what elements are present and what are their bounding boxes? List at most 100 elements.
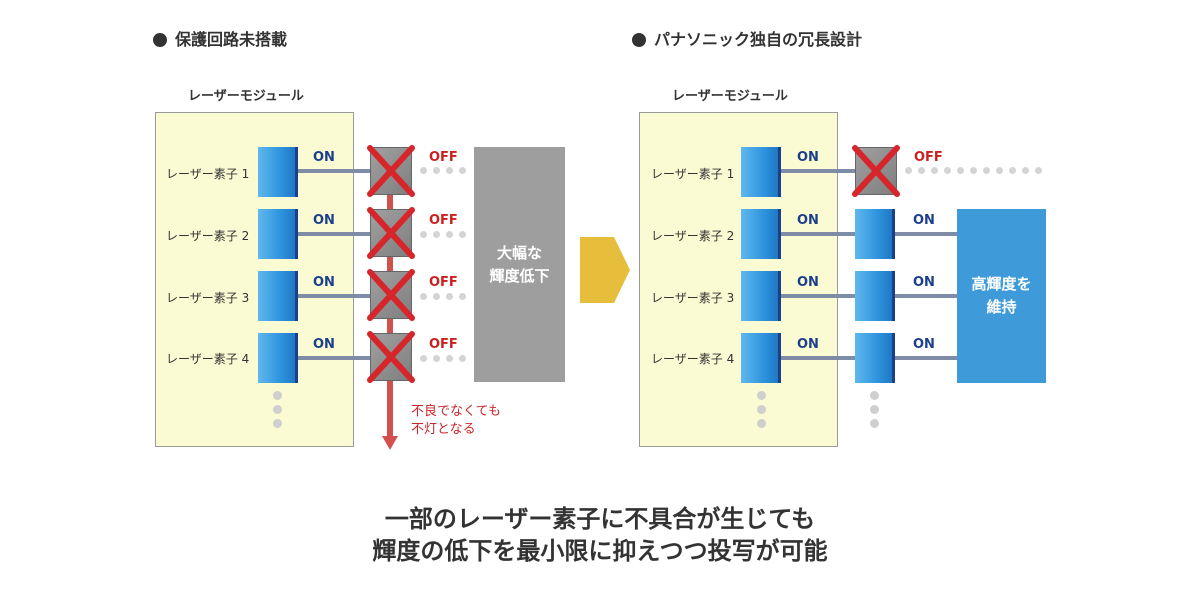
right-chip-edge-1 [778,147,781,197]
right-backup-chip-2 [855,209,892,259]
left-wire-4 [298,356,370,360]
right-dot-1a [905,167,912,174]
left-dot-2d [459,231,466,238]
left-on-label-4: ON [313,337,335,352]
left-on-label-2: ON [313,213,335,228]
right-heading: パナソニック独自の冗長設計 [632,26,862,50]
left-wire-2 [298,232,370,236]
right-laser-chip-3 [741,271,778,321]
right-on-label-4: ON [797,337,819,352]
left-dot-2a [420,231,427,238]
left-dot-1c [446,167,453,174]
left-more-dot-2 [273,405,282,414]
left-failure-arrow-icon [382,436,398,450]
left-wire-3 [298,294,370,298]
left-dot-3c [446,293,453,300]
right-dot-1g [983,167,990,174]
right-more-dot-2 [757,405,766,414]
left-off-label-1: OFF [429,150,458,165]
left-chip-edge-2 [295,209,298,259]
left-result-line2: 輝度低下 [489,266,550,285]
right-on-label-3: ON [797,275,819,290]
left-cross-icon-2 [367,207,415,259]
right-output-label-2: ON [913,213,935,228]
left-off-label-3: OFF [429,275,458,290]
right-off-label-1: OFF [914,150,943,165]
left-element-label-4: レーザー素子 4 [166,352,250,366]
left-more-dot-3 [273,419,282,428]
right-wire-4b [895,356,957,360]
left-on-label-3: ON [313,275,335,290]
left-cross-icon-4 [367,331,415,383]
right-wire-1 [781,169,855,173]
right-dot-1c [931,167,938,174]
right-more-dot-1 [757,391,766,400]
right-element-label-4: レーザー素子 4 [651,352,735,366]
right-output-label-3: ON [913,275,935,290]
transition-arrow-icon [580,237,630,303]
right-wire-3b [895,294,957,298]
left-element-label-3: レーザー素子 3 [166,291,250,305]
left-dot-1a [420,167,427,174]
right-chip-edge-2 [778,209,781,259]
left-dot-1b [433,167,440,174]
left-element-label-1: レーザー素子 1 [166,167,250,181]
right-chip-edge-4 [778,333,781,383]
right-dot-1i [1009,167,1016,174]
footer-line2: 輝度の低下を最小限に抑えつつ投写が可能 [372,537,828,565]
footer-line1: 一部のレーザー素子に不具合が生じても [384,505,816,533]
left-dot-3b [433,293,440,300]
right-wire-2a [781,232,855,236]
right-result-line1: 高輝度を [971,275,1032,293]
right-dot-1f [970,167,977,174]
right-chip-edge-3 [778,271,781,321]
left-module-label: レーザーモジュール [188,89,304,104]
left-cross-icon-1 [367,145,415,197]
left-dot-4d [459,355,466,362]
right-backup-edge-4 [892,333,895,383]
right-element-label-1: レーザー素子 1 [651,167,735,181]
bullet-icon [153,33,167,47]
left-more-dot-1 [273,391,282,400]
right-laser-chip-4 [741,333,778,383]
left-chip-edge-1 [295,147,298,197]
left-result-box: 大幅な 輝度低下 [474,147,565,382]
left-laser-chip-4 [258,333,295,383]
right-dot-1k [1035,167,1042,174]
right-wire-2b [895,232,957,236]
left-failure-note: 不良でなくても 不灯となる [411,404,501,437]
right-backup-chip-3 [855,271,892,321]
left-dot-3d [459,293,466,300]
left-off-label-4: OFF [429,337,458,352]
left-heading: 保護回路未搭載 [153,26,287,50]
left-dot-4a [420,355,427,362]
right-laser-chip-1 [741,147,778,197]
right-module-label: レーザーモジュール [672,89,788,104]
right-backup-more-dot-2 [870,405,879,414]
right-dot-1j [1022,167,1029,174]
left-dot-3a [420,293,427,300]
right-wire-3a [781,294,855,298]
right-element-label-3: レーザー素子 3 [651,291,735,305]
right-backup-more-dot-3 [870,419,879,428]
right-element-label-2: レーザー素子 2 [651,229,735,243]
right-wire-4a [781,356,855,360]
left-module-panel [155,112,354,447]
left-wire-1 [298,169,370,173]
right-on-label-1: ON [797,150,819,165]
left-result-line1: 大幅な [496,243,542,262]
footer-message: 一部のレーザー素子に不具合が生じても 輝度の低下を最小限に抑えつつ投写が可能 [0,503,1200,567]
right-backup-chip-4 [855,333,892,383]
right-cross-icon-1 [852,145,900,197]
left-on-label-1: ON [313,150,335,165]
right-on-label-2: ON [797,213,819,228]
left-laser-chip-3 [258,271,295,321]
left-dot-2b [433,231,440,238]
left-laser-chip-1 [258,147,295,197]
right-module-panel [639,112,838,447]
right-dot-1h [996,167,1003,174]
right-laser-chip-2 [741,209,778,259]
left-chip-edge-3 [295,271,298,321]
right-dot-1b [918,167,925,174]
right-backup-more-dot-1 [870,391,879,400]
